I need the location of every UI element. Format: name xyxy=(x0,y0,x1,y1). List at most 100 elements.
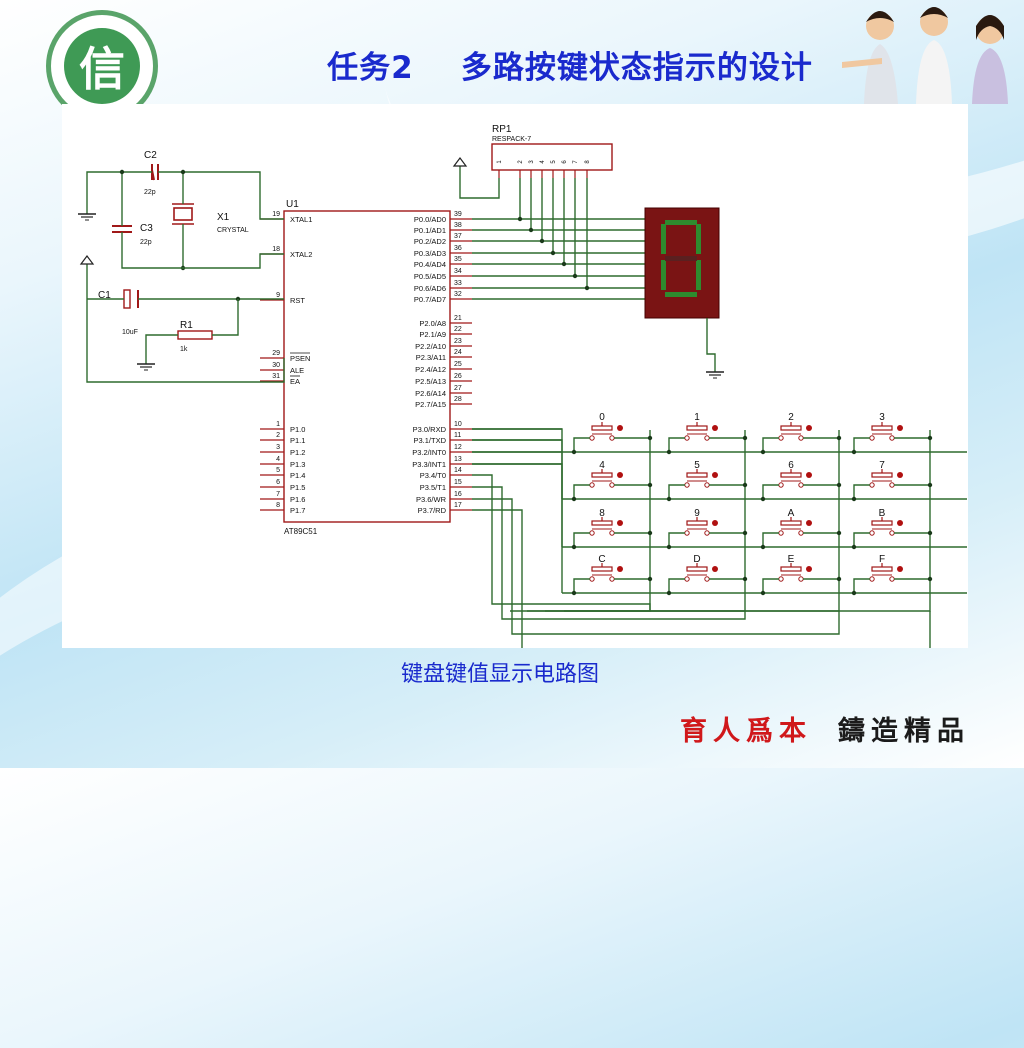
diagram-caption: 键盘键值显示电路图 xyxy=(400,662,599,687)
key-switch-A xyxy=(780,520,802,526)
u1-pin-name: EA xyxy=(290,377,300,386)
switch-contact-left xyxy=(589,530,595,536)
u1-pin-name: P2.7/A15 xyxy=(415,400,446,409)
u1-pin-number: 38 xyxy=(454,222,462,229)
switch-contact-right xyxy=(609,435,615,441)
u1-pin-number: 18 xyxy=(272,246,280,253)
segment-5 xyxy=(661,224,666,254)
u1-pin-name: P3.6/WR xyxy=(416,495,447,504)
junction-dot xyxy=(927,530,933,536)
rp1-pin-number: 8 xyxy=(585,160,591,164)
switch-contact-left xyxy=(589,482,595,488)
key-switch-F xyxy=(871,566,893,572)
u1-pin-number: 32 xyxy=(454,291,462,298)
switch-contact-right xyxy=(798,435,804,441)
switch-indicator xyxy=(897,520,903,526)
junction-dot xyxy=(647,530,653,536)
u1-pin-name: P0.1/AD1 xyxy=(414,226,446,235)
switch-contact-right xyxy=(889,530,895,536)
switch-contact-right xyxy=(704,482,710,488)
rp1-part-name: RESPACK-7 xyxy=(492,136,531,143)
c3-label: C3 xyxy=(140,223,153,234)
u1-pin-number: 5 xyxy=(276,467,280,474)
x1-crystal xyxy=(173,207,193,221)
junction-dot xyxy=(571,496,577,502)
junction-dot xyxy=(528,227,534,233)
switch-wire-left xyxy=(668,532,685,547)
u1-pin-name: P2.4/A12 xyxy=(415,365,446,374)
u1-pin-name: P3.5/T1 xyxy=(420,483,446,492)
switch-contact-left xyxy=(778,435,784,441)
junction-dot xyxy=(666,449,672,455)
u1-pin-name: P1.4 xyxy=(290,471,305,480)
u1-pin-name: XTAL2 xyxy=(290,250,312,259)
junction-dot xyxy=(571,449,577,455)
u1-pin-number: 31 xyxy=(272,373,280,380)
junction-dot xyxy=(927,482,933,488)
junction-dot xyxy=(666,544,672,550)
u1-pin-name: P3.0/RXD xyxy=(413,425,447,434)
switch-contact-right xyxy=(609,530,615,536)
junction-dot xyxy=(550,250,556,256)
key-switch-C xyxy=(591,566,613,572)
u1-pin-number: 39 xyxy=(454,211,462,218)
u1-pin-name: P1.3 xyxy=(290,460,305,469)
u1-pin-number: 37 xyxy=(454,233,462,240)
u1-pin-name: P0.2/AD2 xyxy=(414,237,446,246)
key-switch-4 xyxy=(591,472,613,478)
keypad-column-line xyxy=(510,430,651,612)
power-arrow xyxy=(452,157,468,167)
rp1-label: RP1 xyxy=(492,124,512,135)
u1-pin-name: P3.1/TXD xyxy=(413,436,446,445)
r1-label: R1 xyxy=(180,320,193,331)
u1-pin-number: 6 xyxy=(276,479,280,486)
junction-dot xyxy=(666,496,672,502)
key-switch-3 xyxy=(871,425,893,431)
junction-dot xyxy=(572,273,578,279)
switch-wire-left xyxy=(762,437,779,452)
key-label-4: 4 xyxy=(599,460,605,471)
u1-pin-number: 19 xyxy=(272,211,280,218)
key-label-A: A xyxy=(788,508,795,519)
c1-value: 10uF xyxy=(122,329,138,336)
switch-indicator xyxy=(617,472,623,478)
switch-indicator xyxy=(712,520,718,526)
switch-wire-left xyxy=(853,578,870,593)
u1-pin-name: P3.7/RD xyxy=(418,506,447,515)
switch-contact-right xyxy=(609,482,615,488)
key-label-C: C xyxy=(598,554,605,565)
switch-indicator xyxy=(806,566,812,572)
key-label-0: 0 xyxy=(599,412,605,423)
u1-pin-name: P2.3/A11 xyxy=(416,353,446,362)
u1-pin-number: 33 xyxy=(454,280,462,287)
rp1-pin-number: 4 xyxy=(540,160,546,164)
key-switch-1 xyxy=(686,425,708,431)
c1-plate-a xyxy=(123,289,131,309)
u1-pin-number: 11 xyxy=(454,432,461,439)
junction-dot xyxy=(760,496,766,502)
u1-pin-name: P1.0 xyxy=(290,425,305,434)
r1-wire-right xyxy=(212,299,239,336)
junction-dot xyxy=(760,544,766,550)
switch-indicator xyxy=(617,425,623,431)
c3-value: 22p xyxy=(140,239,152,246)
switch-contact-left xyxy=(684,576,690,582)
switch-wire-left xyxy=(853,484,870,499)
junction-dot xyxy=(836,482,842,488)
junction-dot xyxy=(517,216,523,222)
u1-pin-name: P3.2/INT0 xyxy=(412,448,446,457)
u1-pin-name: P0.4/AD4 xyxy=(414,260,446,269)
keypad-column-line xyxy=(527,430,746,612)
junction-dot xyxy=(851,449,857,455)
u1-pin-number: 17 xyxy=(454,502,462,509)
u1-pin-number: 22 xyxy=(454,326,462,333)
switch-indicator xyxy=(897,425,903,431)
junction-dot xyxy=(180,169,186,175)
key-label-E: E xyxy=(788,554,795,565)
junction-dot xyxy=(584,285,590,291)
u1-pin-name: P1.5 xyxy=(290,483,305,492)
switch-wire-left xyxy=(668,578,685,593)
c2-label: C2 xyxy=(144,150,157,161)
display-ground-wire xyxy=(706,318,716,366)
key-switch-6 xyxy=(780,472,802,478)
